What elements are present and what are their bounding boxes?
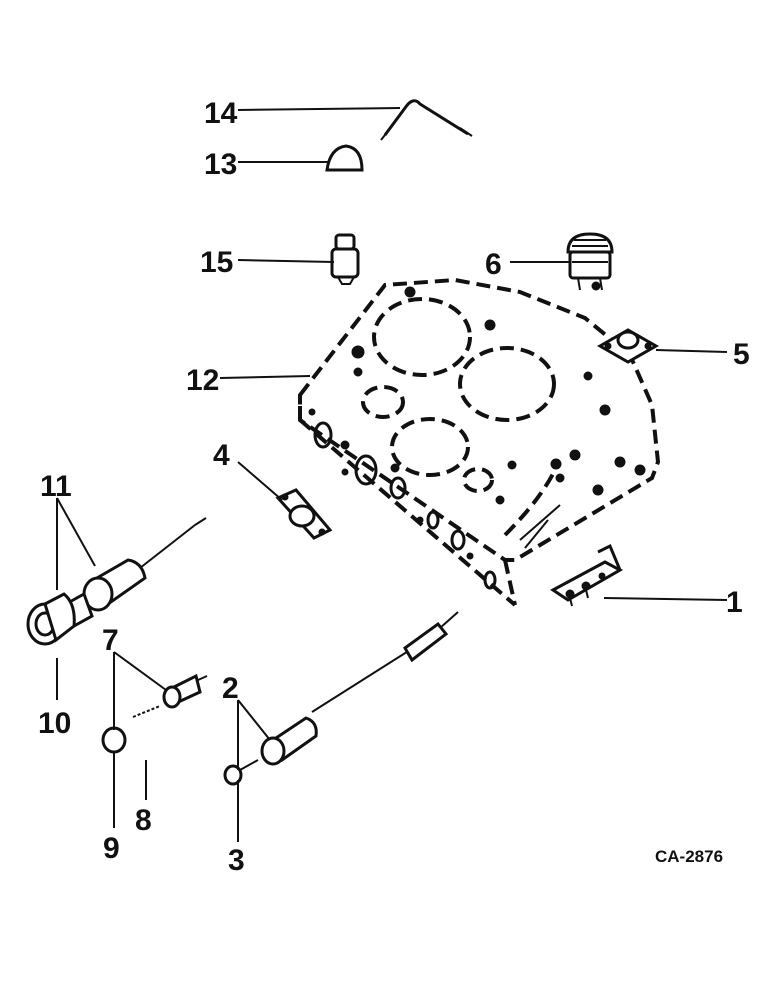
part-6-housing — [566, 232, 614, 291]
part-1-bracket — [550, 543, 624, 607]
callout-9: 9 — [103, 832, 120, 865]
gasket-plate — [298, 277, 661, 607]
part-13-cap — [325, 144, 364, 172]
callout-3: 3 — [228, 844, 245, 877]
part-15-sender — [330, 233, 360, 285]
drawing-code: CA-2876 — [655, 847, 723, 866]
part-4-flange — [275, 488, 333, 540]
callout-14: 14 — [204, 97, 238, 130]
callout-4: 4 — [213, 439, 230, 472]
callout-1: 1 — [726, 586, 743, 619]
callout-7: 7 — [102, 624, 119, 657]
callout-numbers: 14 13 15 6 5 12 4 1 11 10 7 8 9 2 3 CA-2… — [38, 97, 750, 877]
callout-11: 11 — [40, 470, 72, 503]
callout-10: 10 — [38, 707, 71, 740]
part-5-cover — [596, 328, 660, 364]
callout-8: 8 — [135, 804, 152, 837]
callout-13: 13 — [204, 148, 237, 181]
callout-12: 12 — [186, 364, 219, 397]
parts-7-8-9-fitting — [101, 673, 208, 754]
callout-6: 6 — [485, 248, 502, 281]
leader-lines — [56, 107, 728, 842]
part-14-tube — [380, 99, 473, 141]
parts-10-11-gauge — [26, 517, 207, 646]
callout-15: 15 — [200, 246, 233, 279]
parts-2-3-sender — [223, 611, 459, 786]
callout-2: 2 — [222, 672, 239, 705]
callout-5: 5 — [733, 338, 750, 371]
